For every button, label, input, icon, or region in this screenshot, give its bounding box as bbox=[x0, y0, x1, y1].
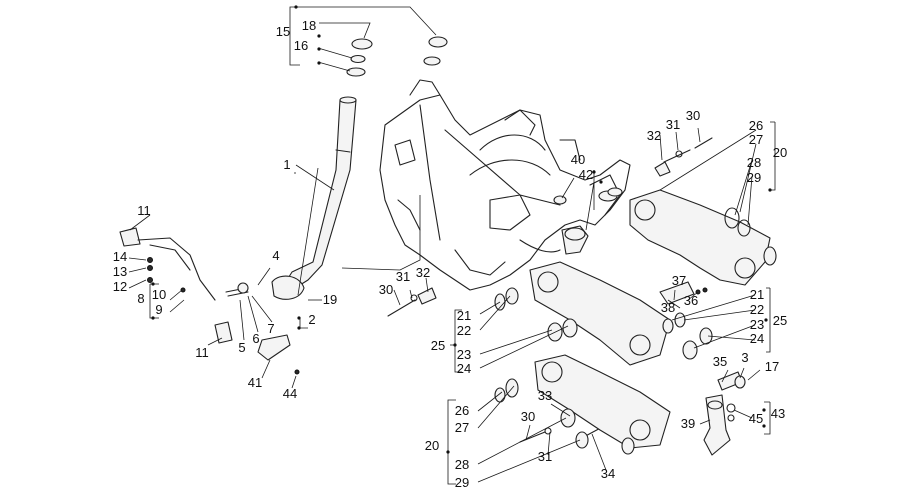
callout-c41: 41 bbox=[248, 375, 262, 390]
callout-c27a: 27 bbox=[749, 132, 763, 147]
callout-c18: 18 bbox=[302, 18, 316, 33]
callout-c4: 4 bbox=[272, 248, 279, 263]
callout-c26a: 26 bbox=[749, 118, 763, 133]
callout-c22a: 22 bbox=[457, 323, 471, 338]
callout-c32b: 32 bbox=[647, 128, 661, 143]
callout-c30c: 30 bbox=[521, 409, 535, 424]
callout-c17: 17 bbox=[765, 359, 779, 374]
callout-c40: 40 bbox=[571, 152, 585, 167]
callout-c28b: 28 bbox=[455, 457, 469, 472]
bearing-rings-top bbox=[346, 36, 448, 77]
callout-c32a: 32 bbox=[416, 265, 430, 280]
callout-c11b: 11 bbox=[195, 345, 209, 360]
callout-c16: 16 bbox=[294, 38, 308, 53]
callout-c19: 19 bbox=[323, 292, 337, 307]
callout-c7: 7 bbox=[267, 321, 274, 336]
callout-c33: 33 bbox=[538, 388, 552, 403]
callout-c24a: 24 bbox=[457, 361, 471, 376]
callout-c24b: 24 bbox=[750, 331, 764, 346]
callout-c27b: 27 bbox=[455, 420, 469, 435]
callout-c1: 1 bbox=[283, 157, 290, 172]
callout-c37: 37 bbox=[672, 273, 686, 288]
bolts-washers bbox=[387, 137, 713, 443]
callout-c21b: 21 bbox=[750, 287, 764, 302]
callout-c14: 14 bbox=[113, 249, 127, 264]
callout-c34: 34 bbox=[601, 466, 615, 481]
callout-c31c: 31 bbox=[538, 449, 552, 464]
callout-c26b: 26 bbox=[455, 403, 469, 418]
callout-c35: 35 bbox=[713, 354, 727, 369]
callout-c20b: 20 bbox=[425, 438, 439, 453]
swing-link-upper bbox=[598, 187, 777, 286]
callout-c11a: 11 bbox=[137, 203, 151, 218]
callout-c38: 38 bbox=[661, 300, 675, 315]
callout-c25a: 25 bbox=[431, 338, 445, 353]
callout-c39: 39 bbox=[681, 416, 695, 431]
callout-c20a: 20 bbox=[773, 145, 787, 160]
side-stand-assembly bbox=[119, 227, 300, 375]
callout-c44: 44 bbox=[283, 386, 297, 401]
callout-c10: 10 bbox=[152, 287, 166, 302]
marker-dots bbox=[151, 5, 772, 454]
callout-c36: 36 bbox=[684, 293, 698, 308]
callout-c25b: 25 bbox=[773, 313, 787, 328]
callout-c29b: 29 bbox=[455, 475, 469, 490]
callout-c23a: 23 bbox=[457, 347, 471, 362]
callout-c42: 42 bbox=[579, 167, 593, 182]
frame bbox=[379, 79, 631, 291]
callout-c12: 12 bbox=[113, 279, 127, 294]
callout-c30b: 30 bbox=[686, 108, 700, 123]
callout-c6: 6 bbox=[252, 331, 259, 346]
callout-c45: 45 bbox=[749, 411, 763, 426]
swing-link-lower bbox=[494, 354, 671, 455]
steering-head bbox=[553, 195, 589, 255]
callout-c15: 15 bbox=[276, 24, 290, 39]
callout-c8: 8 bbox=[137, 291, 144, 306]
callout-c30a: 30 bbox=[379, 282, 393, 297]
callout-c2: 2 bbox=[308, 312, 315, 327]
callout-c5: 5 bbox=[238, 340, 245, 355]
callout-c3: 3 bbox=[741, 350, 748, 365]
callout-c22b: 22 bbox=[750, 302, 764, 317]
callout-c21a: 21 bbox=[457, 308, 471, 323]
callout-c31b: 31 bbox=[666, 117, 680, 132]
callout-c43: 43 bbox=[771, 406, 785, 421]
callout-c23b: 23 bbox=[750, 317, 764, 332]
steering-column bbox=[271, 96, 357, 300]
callout-c9: 9 bbox=[155, 302, 162, 317]
right-side-parts bbox=[659, 281, 746, 456]
callout-c31a: 31 bbox=[396, 269, 410, 284]
callout-c29a: 29 bbox=[747, 170, 761, 185]
callout-c28a: 28 bbox=[747, 155, 761, 170]
callout-c13: 13 bbox=[113, 264, 127, 279]
